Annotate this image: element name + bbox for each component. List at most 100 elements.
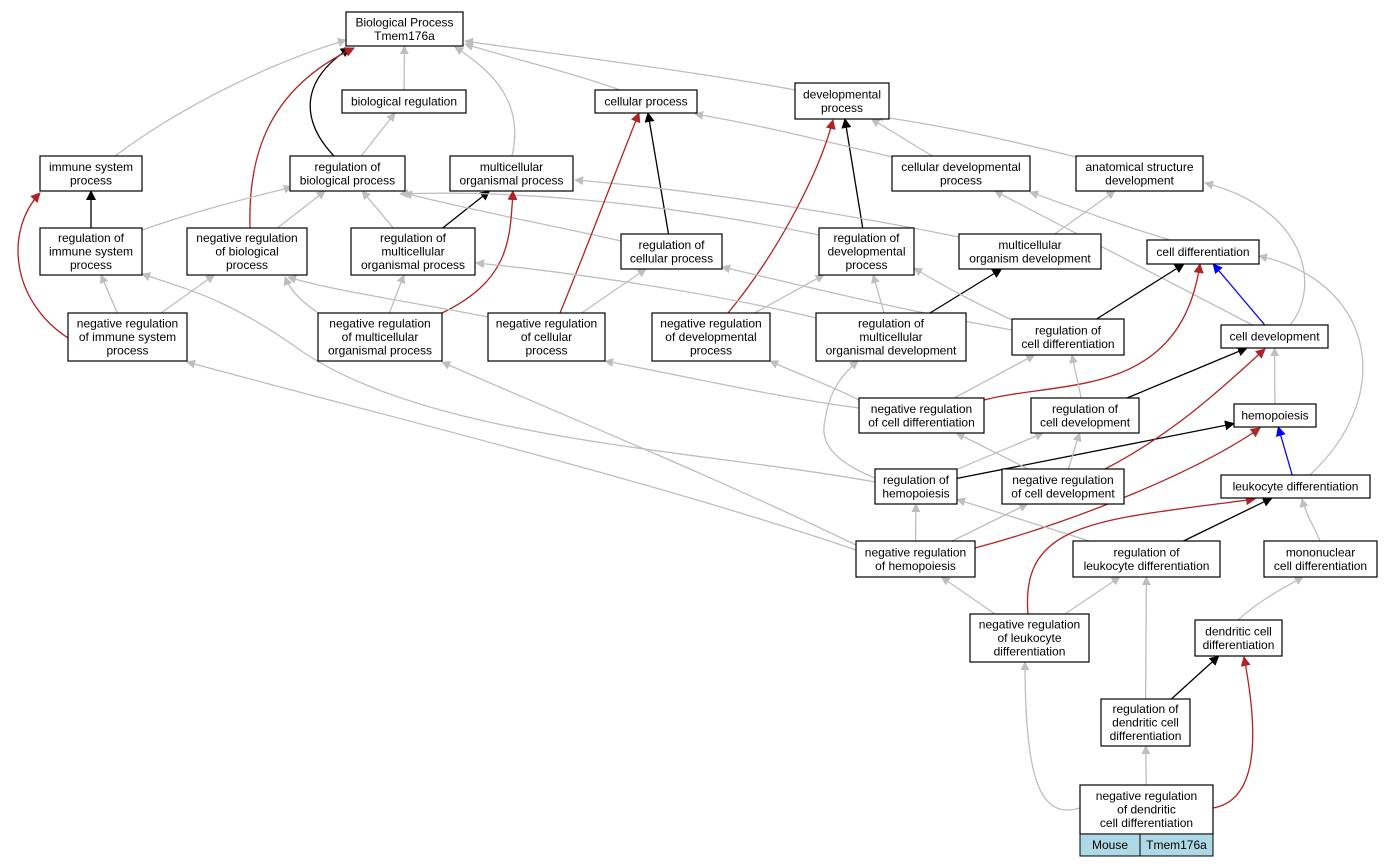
node-label-line: regulation of	[58, 231, 125, 245]
edge-negregcelldev-to-negregcelldiff	[955, 432, 1029, 470]
edge-reghemo-to-regmultidev	[823, 360, 876, 479]
edge-line	[1026, 495, 1256, 615]
node-box	[317, 312, 443, 362]
edge-line	[754, 274, 825, 314]
node-label-line: regulation of	[833, 231, 900, 245]
node-label-line: Tmem176a	[374, 29, 435, 43]
edge-regdev-to-devproc	[841, 118, 864, 229]
node-label-line: negative regulation	[496, 317, 597, 331]
node-label-line: regulation of	[1112, 702, 1179, 716]
node-label-line: dendritic cell	[1205, 624, 1272, 638]
node-label-line: regulation of	[380, 231, 447, 245]
node-celldiff[interactable]: cell differentiation	[1146, 239, 1260, 265]
node-label-line: biological regulation	[351, 95, 457, 109]
node-label-line: of cell development	[1011, 486, 1115, 500]
edge-line	[1020, 661, 1081, 811]
node-hemo[interactable]: hemopoiesis	[1233, 403, 1317, 428]
edge-line	[956, 431, 1045, 470]
edge-negregmulti-to-multi	[441, 190, 518, 314]
edge-regbio-to-bp	[309, 47, 351, 157]
edge-line	[953, 354, 1036, 399]
edge-line	[1258, 253, 1364, 476]
edge-regimm-to-regbio	[141, 184, 293, 231]
node-label-line: of biological	[215, 245, 278, 259]
node-label-line: of cell differentiation	[868, 415, 975, 429]
edge-line	[475, 259, 817, 319]
node-bioreg[interactable]: biological regulation	[341, 89, 467, 114]
edge-regcelldiff-to-celldiff	[1096, 263, 1185, 320]
edge-line	[1170, 655, 1220, 700]
edge-regdend-to-regleuk	[1141, 576, 1151, 700]
node-box	[858, 397, 985, 434]
node-box	[891, 155, 1031, 192]
edge-reghemo-to-regcelldev	[956, 431, 1045, 470]
node-label-line: negative regulation	[979, 618, 1080, 632]
node-label-line: process	[106, 344, 148, 358]
edge-line	[871, 274, 885, 314]
edge-line	[1237, 576, 1304, 621]
node-cellproc[interactable]: cellular process	[594, 89, 698, 114]
node-box	[1233, 403, 1317, 428]
edge-regleuk-to-reghemo	[956, 497, 1090, 542]
node-box	[341, 89, 467, 114]
node-label-line: regulation of	[1035, 323, 1102, 337]
edge-negregmulti-to-regmulti	[388, 274, 406, 314]
node-label-line: cellular process	[630, 251, 713, 265]
edge-dendritic-to-mono	[1237, 576, 1304, 621]
edge-line	[644, 112, 670, 235]
edge-line	[1299, 498, 1321, 542]
node-label-line: of cellular	[521, 330, 572, 344]
node-label-line: multicellular	[998, 238, 1061, 252]
edge-negregbio-to-bp	[249, 47, 355, 229]
edge-line	[559, 112, 641, 314]
edge-line	[361, 190, 394, 229]
node-label-line: organismal process	[361, 258, 465, 272]
node-label-line: organismal development	[826, 344, 957, 358]
node-label-line: cell differentiation	[1100, 816, 1193, 830]
node-label-line: regulation of	[883, 473, 950, 487]
node-label-line: of developmental	[665, 330, 756, 344]
node-box	[39, 227, 143, 276]
node-label-line: biological process	[300, 173, 395, 187]
edge-negreghemo-to-negregmulti	[441, 361, 857, 546]
node-leukdiff[interactable]: leukocyte differentiation	[1220, 474, 1371, 499]
edge-anat-to-devproc	[874, 112, 1077, 158]
edge-line	[1126, 346, 1248, 399]
node-label-line: developmental	[803, 87, 881, 101]
node-celldev[interactable]: cell development	[1220, 324, 1329, 349]
edge-line	[360, 112, 396, 157]
node-label-line: cellular developmental	[901, 160, 1020, 174]
node-label-line: negative regulation	[1096, 789, 1197, 803]
